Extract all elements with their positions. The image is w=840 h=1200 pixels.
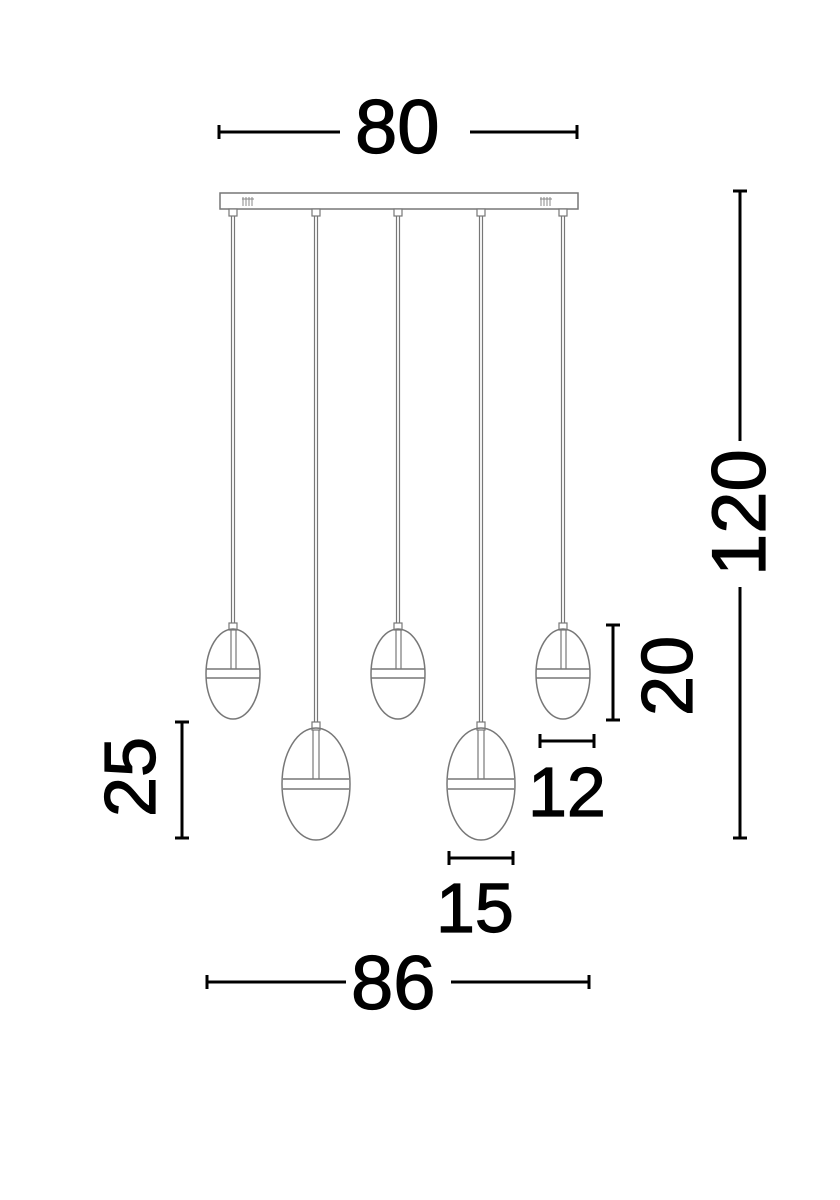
large-shade-height-dimension-line xyxy=(175,720,189,840)
total-width-label: 86 xyxy=(350,941,436,1026)
small-shade-height-label: 20 xyxy=(627,635,708,717)
canopy-screw-left xyxy=(242,197,254,206)
large-shade-width-dimension-line xyxy=(447,851,515,865)
small-shade-width-dimension-line xyxy=(538,734,596,748)
canopy-width-dimension-line xyxy=(217,125,579,139)
large-shade-width-label: 15 xyxy=(435,869,514,947)
total-height-dimension-line xyxy=(733,189,747,840)
cables xyxy=(228,208,568,724)
small-shade-height-dimension-line xyxy=(606,623,620,722)
large-shade-height-label: 25 xyxy=(90,736,171,818)
total-width-dimension-line xyxy=(205,975,591,989)
pendant-5-small-shade xyxy=(535,622,591,720)
canopy-screw-right xyxy=(540,197,552,206)
total-height-label: 120 xyxy=(696,449,782,577)
pendant-1-small-shade xyxy=(205,622,261,720)
pendant-3-small-shade xyxy=(370,622,426,720)
pendant-2-large-shade xyxy=(281,721,351,841)
pendant-4-large-shade xyxy=(446,721,516,841)
canopy-width-label: 80 xyxy=(354,85,440,170)
small-shade-width-label: 12 xyxy=(527,753,606,831)
ceiling-canopy xyxy=(219,192,579,210)
